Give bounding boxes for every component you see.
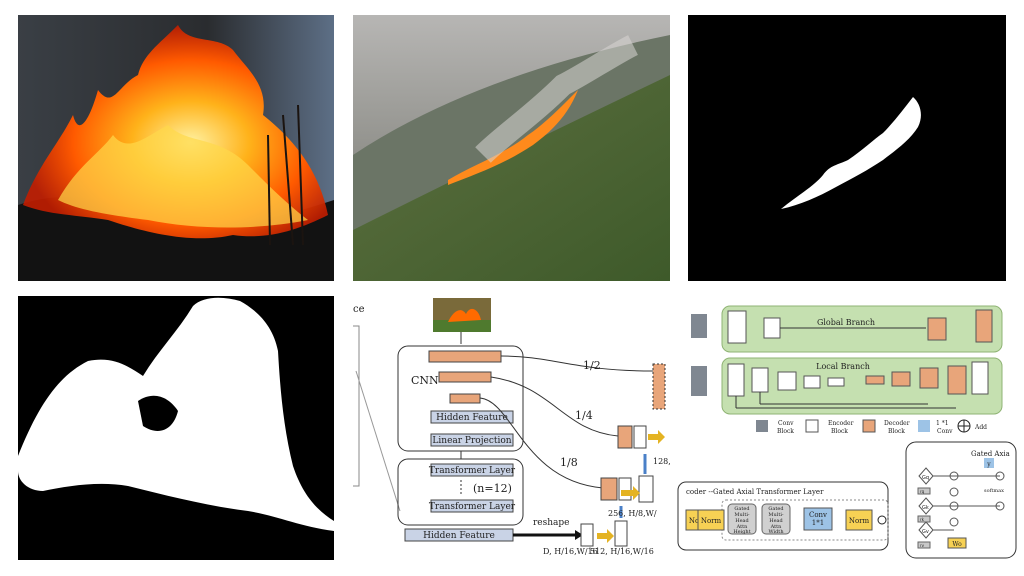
legend-conv-2: Block bbox=[777, 428, 794, 435]
r-label-k: rk bbox=[920, 517, 925, 522]
g-label-k: Gk bbox=[922, 505, 929, 511]
legend-encoder-2: Block bbox=[831, 428, 848, 435]
scale-quarter: 1/4 bbox=[575, 409, 593, 422]
g-label-v: Gv bbox=[922, 529, 929, 535]
dual-branch-diagram: Global Branch Local Branch Conv Block En… bbox=[677, 296, 1017, 560]
w-label: Wo bbox=[952, 541, 962, 548]
norm-label: Norm bbox=[701, 517, 722, 525]
conv-block-2: 1*1 bbox=[812, 519, 824, 527]
dim-d: D, H/16,W/16 bbox=[543, 547, 598, 556]
cnn-block-3 bbox=[449, 393, 481, 404]
scale-eighth: 1/8 bbox=[560, 456, 578, 469]
dim-512: 512, H/16,W/16 bbox=[590, 547, 654, 556]
global-branch-label: Global Branch bbox=[817, 318, 875, 327]
fire-mask-2 bbox=[18, 296, 334, 560]
legend-add: Add bbox=[974, 424, 987, 431]
width-block-2: Multi- bbox=[768, 512, 784, 518]
wildfire-photo-1 bbox=[18, 15, 334, 281]
legend-decoder-2: Block bbox=[888, 428, 905, 435]
softmax-label: softmax bbox=[984, 488, 1004, 494]
conv-block-1: Conv bbox=[809, 511, 827, 519]
fire-mask-1 bbox=[688, 15, 1006, 281]
width-block-3: Head bbox=[769, 518, 783, 524]
gated-title: Gated Axia bbox=[971, 450, 1010, 458]
width-block-1: Gated bbox=[768, 506, 784, 512]
r-label-v: rv bbox=[920, 543, 925, 548]
r-label-q: rq bbox=[920, 489, 925, 494]
transunet-diagram: ce CNN Hidden Feature Linear Projection … bbox=[353, 296, 671, 560]
height-block-1: Gated bbox=[734, 506, 750, 512]
transformer-layer-label-1: Transformer Layer bbox=[429, 466, 516, 476]
local-branch-label: Local Branch bbox=[816, 362, 870, 371]
crop-letters: ce bbox=[353, 304, 365, 315]
legend-1x1-1: 1 *1 bbox=[936, 420, 949, 427]
height-block-3: Head bbox=[735, 518, 749, 524]
encoder-layer-title: coder --Gated Axial Transformer Layer bbox=[686, 488, 824, 496]
reshape-label: reshape bbox=[533, 518, 570, 528]
height-block-2: Multi- bbox=[734, 512, 750, 518]
height-block-4: Attn bbox=[736, 524, 749, 530]
g-label-q: Gq bbox=[922, 475, 929, 481]
legend-conv-1: Conv bbox=[778, 420, 794, 427]
cnn-label: CNN bbox=[411, 374, 439, 387]
norm2-label: Norm bbox=[849, 517, 870, 525]
linear-projection-label: Linear Projection bbox=[432, 436, 511, 446]
wildfire-photo-2 bbox=[353, 15, 670, 281]
legend-decoder-1: Decoder bbox=[884, 420, 910, 427]
transformer-layer-label-2: Transformer Layer bbox=[429, 502, 516, 512]
width-block-4: Attn bbox=[770, 524, 783, 530]
width-block-5: Width bbox=[768, 529, 784, 535]
scale-half: 1/2 bbox=[583, 359, 601, 372]
legend-1x1-2: Conv bbox=[937, 428, 953, 435]
height-block-5: Height bbox=[733, 529, 750, 535]
n-label: (n=12) bbox=[473, 482, 512, 495]
dim-128: 128, bbox=[653, 457, 671, 466]
dim-256: 256, H/8,W/ bbox=[608, 509, 657, 518]
cnn-block-1 bbox=[428, 350, 502, 363]
y-label: y bbox=[986, 461, 991, 468]
cnn-block-2 bbox=[438, 371, 492, 383]
hidden-feature-bottom-label: Hidden Feature bbox=[423, 531, 495, 541]
legend-encoder-1: Encoder bbox=[828, 420, 854, 427]
hidden-feature-label: Hidden Feature bbox=[436, 413, 508, 423]
